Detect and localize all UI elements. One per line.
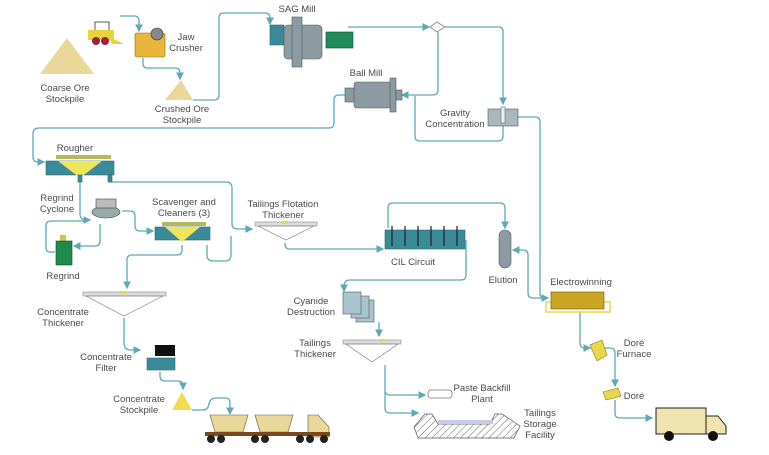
concentrate-thickener-icon <box>82 291 167 317</box>
loader-icon <box>88 21 124 45</box>
dore-bar-icon <box>602 387 622 401</box>
coarse-ore-stockpile-icon <box>40 38 94 74</box>
label-sag-mill: SAG Mill <box>279 4 316 15</box>
tailings-flotation-thickener-icon <box>254 221 318 241</box>
rougher-icon <box>45 155 115 183</box>
crushed-ore-stockpile-icon <box>165 80 193 100</box>
tailings-thickener-icon <box>342 339 402 363</box>
label-elution: Elution <box>488 275 517 286</box>
sag-mill-icon <box>269 16 354 68</box>
label-regrind: Regrind <box>46 271 79 282</box>
haul-truck-icon <box>205 414 330 443</box>
cyanide-destruction-icon <box>342 291 375 323</box>
electrowinning-icon <box>545 291 611 313</box>
label-cil-circuit: CIL Circuit <box>391 257 435 268</box>
paste-backfill-plant-icon <box>427 389 453 399</box>
flow-lines <box>32 12 654 422</box>
armored-truck-icon <box>655 407 727 441</box>
splitter-icon <box>429 21 446 33</box>
cil-circuit-icon <box>384 226 466 250</box>
tailings-storage-facility-icon <box>413 413 521 439</box>
concentrate-filter-icon <box>146 345 176 371</box>
label-ball-mill: Ball Mill <box>350 68 383 79</box>
gravity-concentrator-icon <box>487 106 519 127</box>
regrind-cyclone-icon <box>91 198 121 219</box>
elution-column-icon <box>498 229 512 269</box>
label-dore: Doré <box>624 391 645 402</box>
label-rougher: Rougher <box>57 143 93 154</box>
ball-mill-icon <box>344 77 403 113</box>
jaw-crusher-icon <box>134 27 166 58</box>
concentrate-stockpile-icon <box>172 392 192 410</box>
scavenger-cleaners-icon <box>154 222 211 242</box>
dore-furnace-icon <box>589 339 608 362</box>
regrind-mill-icon <box>55 235 73 266</box>
label-electrowinning: Electrowinning <box>550 277 612 288</box>
